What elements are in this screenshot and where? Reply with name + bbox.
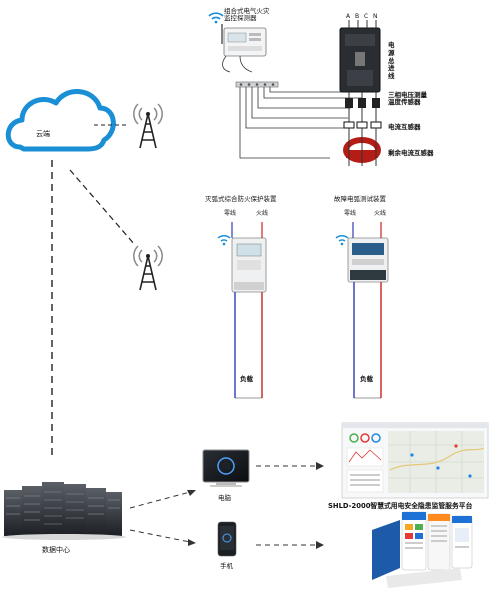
phase-label-a: A bbox=[346, 13, 351, 20]
incoming-line-label: 电 源 总 进 线 bbox=[388, 41, 395, 81]
cloud-tower2-link bbox=[69, 169, 136, 246]
fault-device-live-label: 火线 bbox=[374, 210, 387, 217]
arc-device-live-label: 火线 bbox=[256, 210, 269, 217]
voltage-temp-sensor-label: 三相电压测量 温度传感器 bbox=[388, 91, 427, 107]
wifi-icon bbox=[208, 12, 224, 24]
platform-web-screenshot bbox=[341, 422, 489, 499]
wifi-icon bbox=[217, 234, 231, 246]
computer-label: 电脑 bbox=[218, 494, 231, 502]
wifi-icon bbox=[335, 234, 349, 246]
fault-device-title: 故障电弧测试装置 bbox=[334, 195, 386, 203]
current-transformer-label: 电流互感器 bbox=[388, 123, 421, 131]
main-breaker bbox=[339, 20, 382, 129]
phase-label-b: B bbox=[355, 13, 360, 20]
arc-device-neutral-label: 零线 bbox=[224, 210, 237, 217]
arc-device-title: 灭弧式综合防火保护装置 bbox=[205, 195, 277, 203]
fire-monitor-detector bbox=[221, 24, 267, 73]
signal-tower-icon bbox=[133, 103, 163, 149]
sensor-wires bbox=[239, 87, 376, 159]
phone-label: 手机 bbox=[220, 562, 233, 570]
arc-device-load-label: 负载 bbox=[240, 375, 253, 383]
terminal-strip bbox=[235, 81, 279, 88]
signal-tower-icon bbox=[133, 245, 163, 291]
residual-current-transformer bbox=[343, 128, 381, 166]
data-center-label: 数据中心 bbox=[42, 546, 70, 554]
cloud-icon bbox=[5, 89, 116, 152]
phase-label-c: C bbox=[364, 13, 369, 20]
link-to-computer bbox=[129, 491, 191, 509]
phase-label-n: N bbox=[373, 13, 378, 20]
fault-device-load-label: 负载 bbox=[360, 375, 373, 383]
residual-transformer-label: 剩余电流互感器 bbox=[388, 149, 434, 157]
arc-protection-device bbox=[231, 222, 267, 399]
link-to-phone bbox=[129, 529, 191, 543]
platform-label: SHLD-2000智慧式用电安全隐患监管服务平台 bbox=[328, 502, 473, 510]
computer-monitor-icon bbox=[202, 449, 250, 487]
fault-arc-device bbox=[347, 222, 389, 399]
fault-device-neutral-label: 零线 bbox=[344, 210, 357, 217]
monitor-detector-label: 组合式电气火灾 监控探测器 bbox=[224, 7, 270, 23]
platform-app-screenshot bbox=[372, 511, 473, 588]
cloud-label: 云端 bbox=[36, 130, 50, 138]
data-center-icon bbox=[2, 482, 126, 540]
phone-icon bbox=[217, 521, 237, 557]
